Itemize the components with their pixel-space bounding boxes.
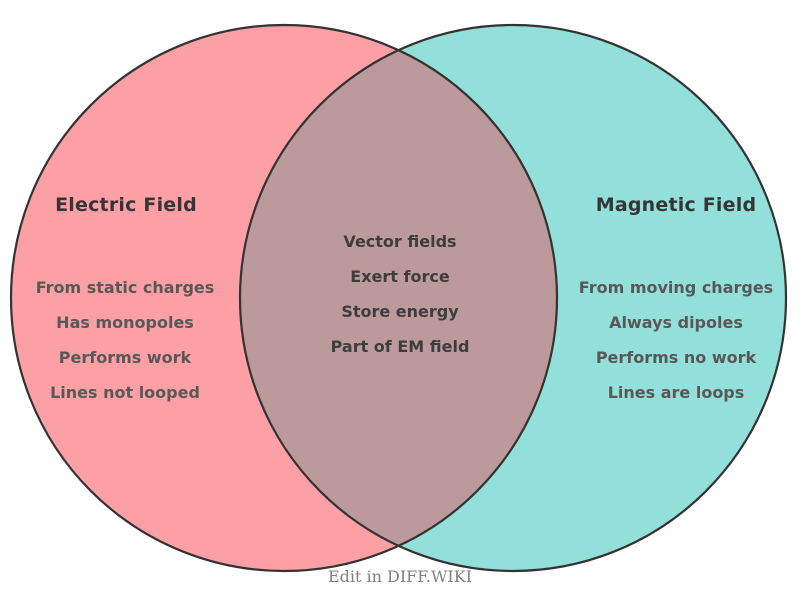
list-item: Always dipoles [609, 313, 743, 332]
right-circle-outline [238, 23, 788, 573]
list-item: Part of EM field [330, 337, 470, 356]
list-item: Has monopoles [56, 313, 194, 332]
edit-link[interactable]: Edit in DIFF.WIKI [327, 567, 473, 586]
intersection-item-list: Vector fields Exert force Store energy P… [331, 224, 470, 364]
left-set-item-list: From static charges Has monopoles Perfor… [36, 270, 215, 410]
intersection-fill[interactable] [240, 25, 786, 571]
right-set-item-list: From moving charges Always dipoles Perfo… [579, 270, 773, 410]
list-item: From moving charges [578, 278, 774, 297]
list-item: Lines not looped [50, 383, 200, 402]
left-circle-outline [9, 23, 559, 573]
list-item: Lines are loops [607, 383, 745, 402]
list-item: From static charges [35, 278, 215, 297]
list-item: Vector fields [343, 232, 457, 251]
list-item: Performs work [58, 348, 192, 367]
list-item: Performs no work [595, 348, 757, 367]
right-set-title: Magnetic Field [595, 194, 757, 216]
list-item: Exert force [350, 267, 450, 286]
list-item: Store energy [341, 302, 459, 321]
left-set-title: Electric Field [55, 194, 197, 216]
